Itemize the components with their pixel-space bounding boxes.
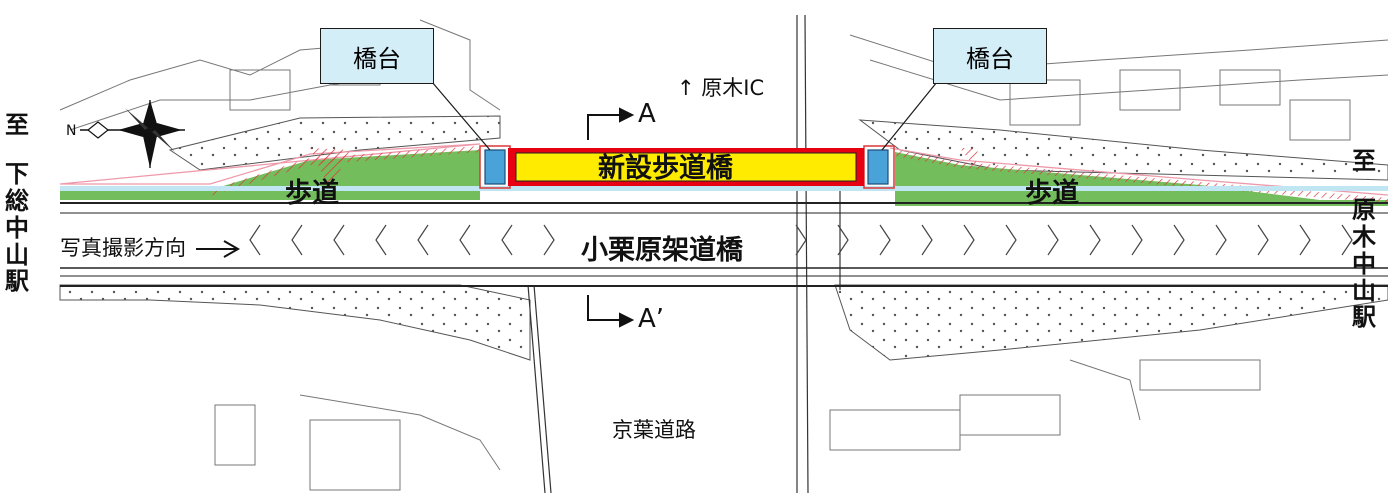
destination-char: 山 — [1352, 276, 1376, 305]
destination-to: 至 — [1352, 147, 1376, 175]
abutment-callout-right: 橋台 — [933, 28, 1047, 84]
direction-label: ↑ 原木IC — [677, 76, 765, 100]
chevron-mark — [837, 224, 849, 256]
section-marks — [587, 107, 635, 328]
chevron-mark — [333, 224, 345, 256]
chevron-mark — [879, 224, 891, 256]
photo-arrow — [196, 240, 241, 258]
sidewalk-label-left: 歩道 — [285, 178, 339, 209]
callout-leaders — [431, 81, 938, 151]
chevron-mark — [1131, 224, 1143, 256]
chevron-mark — [1215, 224, 1227, 256]
chevron-markings — [249, 224, 1353, 256]
chevron-mark — [501, 224, 513, 256]
destination-to: 至 — [5, 111, 29, 139]
new-bridge-shape — [508, 148, 864, 186]
destination-char: 木 — [1352, 222, 1376, 251]
chevron-mark — [543, 224, 555, 256]
destination-char: 山 — [5, 240, 29, 269]
chevron-mark — [1341, 224, 1353, 256]
road-name-label: 京葉道路 — [612, 418, 696, 442]
buildings-bottom — [214, 359, 1261, 491]
chevron-mark — [1173, 224, 1185, 256]
chevron-mark — [795, 224, 807, 256]
chevron-mark — [1299, 224, 1311, 256]
chevron-mark — [249, 224, 261, 256]
destination-char: 駅 — [5, 267, 29, 296]
road — [60, 186, 1388, 287]
chevron-mark — [291, 224, 303, 256]
sidewalk-label-right: 歩道 — [1025, 178, 1079, 209]
compass-icon — [80, 100, 185, 168]
section-a-prime-label: A’ — [638, 304, 665, 334]
chevron-mark — [1005, 224, 1017, 256]
abutment-label: 橋台 — [353, 44, 401, 73]
destination-char: 下 — [5, 159, 29, 188]
chevron-mark — [459, 224, 471, 256]
photo-direction-label: 写真撮影方向 — [58, 236, 188, 260]
chevron-mark — [417, 224, 429, 256]
destination-char: 中 — [5, 213, 29, 242]
destination-char: 中 — [1352, 249, 1376, 278]
compass-north-label: N — [66, 123, 77, 139]
destination-char: 原 — [1352, 195, 1376, 224]
chevron-mark — [1257, 224, 1269, 256]
chevron-mark — [963, 224, 975, 256]
abutment-label: 橋台 — [966, 44, 1014, 73]
right-destination: 至原木中山駅 — [1352, 148, 1376, 331]
section-a-label: A — [638, 99, 656, 129]
chevron-mark — [375, 224, 387, 256]
chevron-mark — [921, 224, 933, 256]
left-destination: 至下総中山駅 — [5, 112, 29, 295]
chevron-mark — [1089, 224, 1101, 256]
destination-char: 総 — [5, 186, 29, 215]
chevron-mark — [1047, 224, 1059, 256]
new-bridge-label: 新設歩道橋 — [598, 153, 733, 184]
destination-char: 駅 — [1352, 303, 1376, 332]
overpass-label: 小栗原架道橋 — [578, 237, 746, 264]
abutment-callout-left: 橋台 — [320, 28, 434, 84]
